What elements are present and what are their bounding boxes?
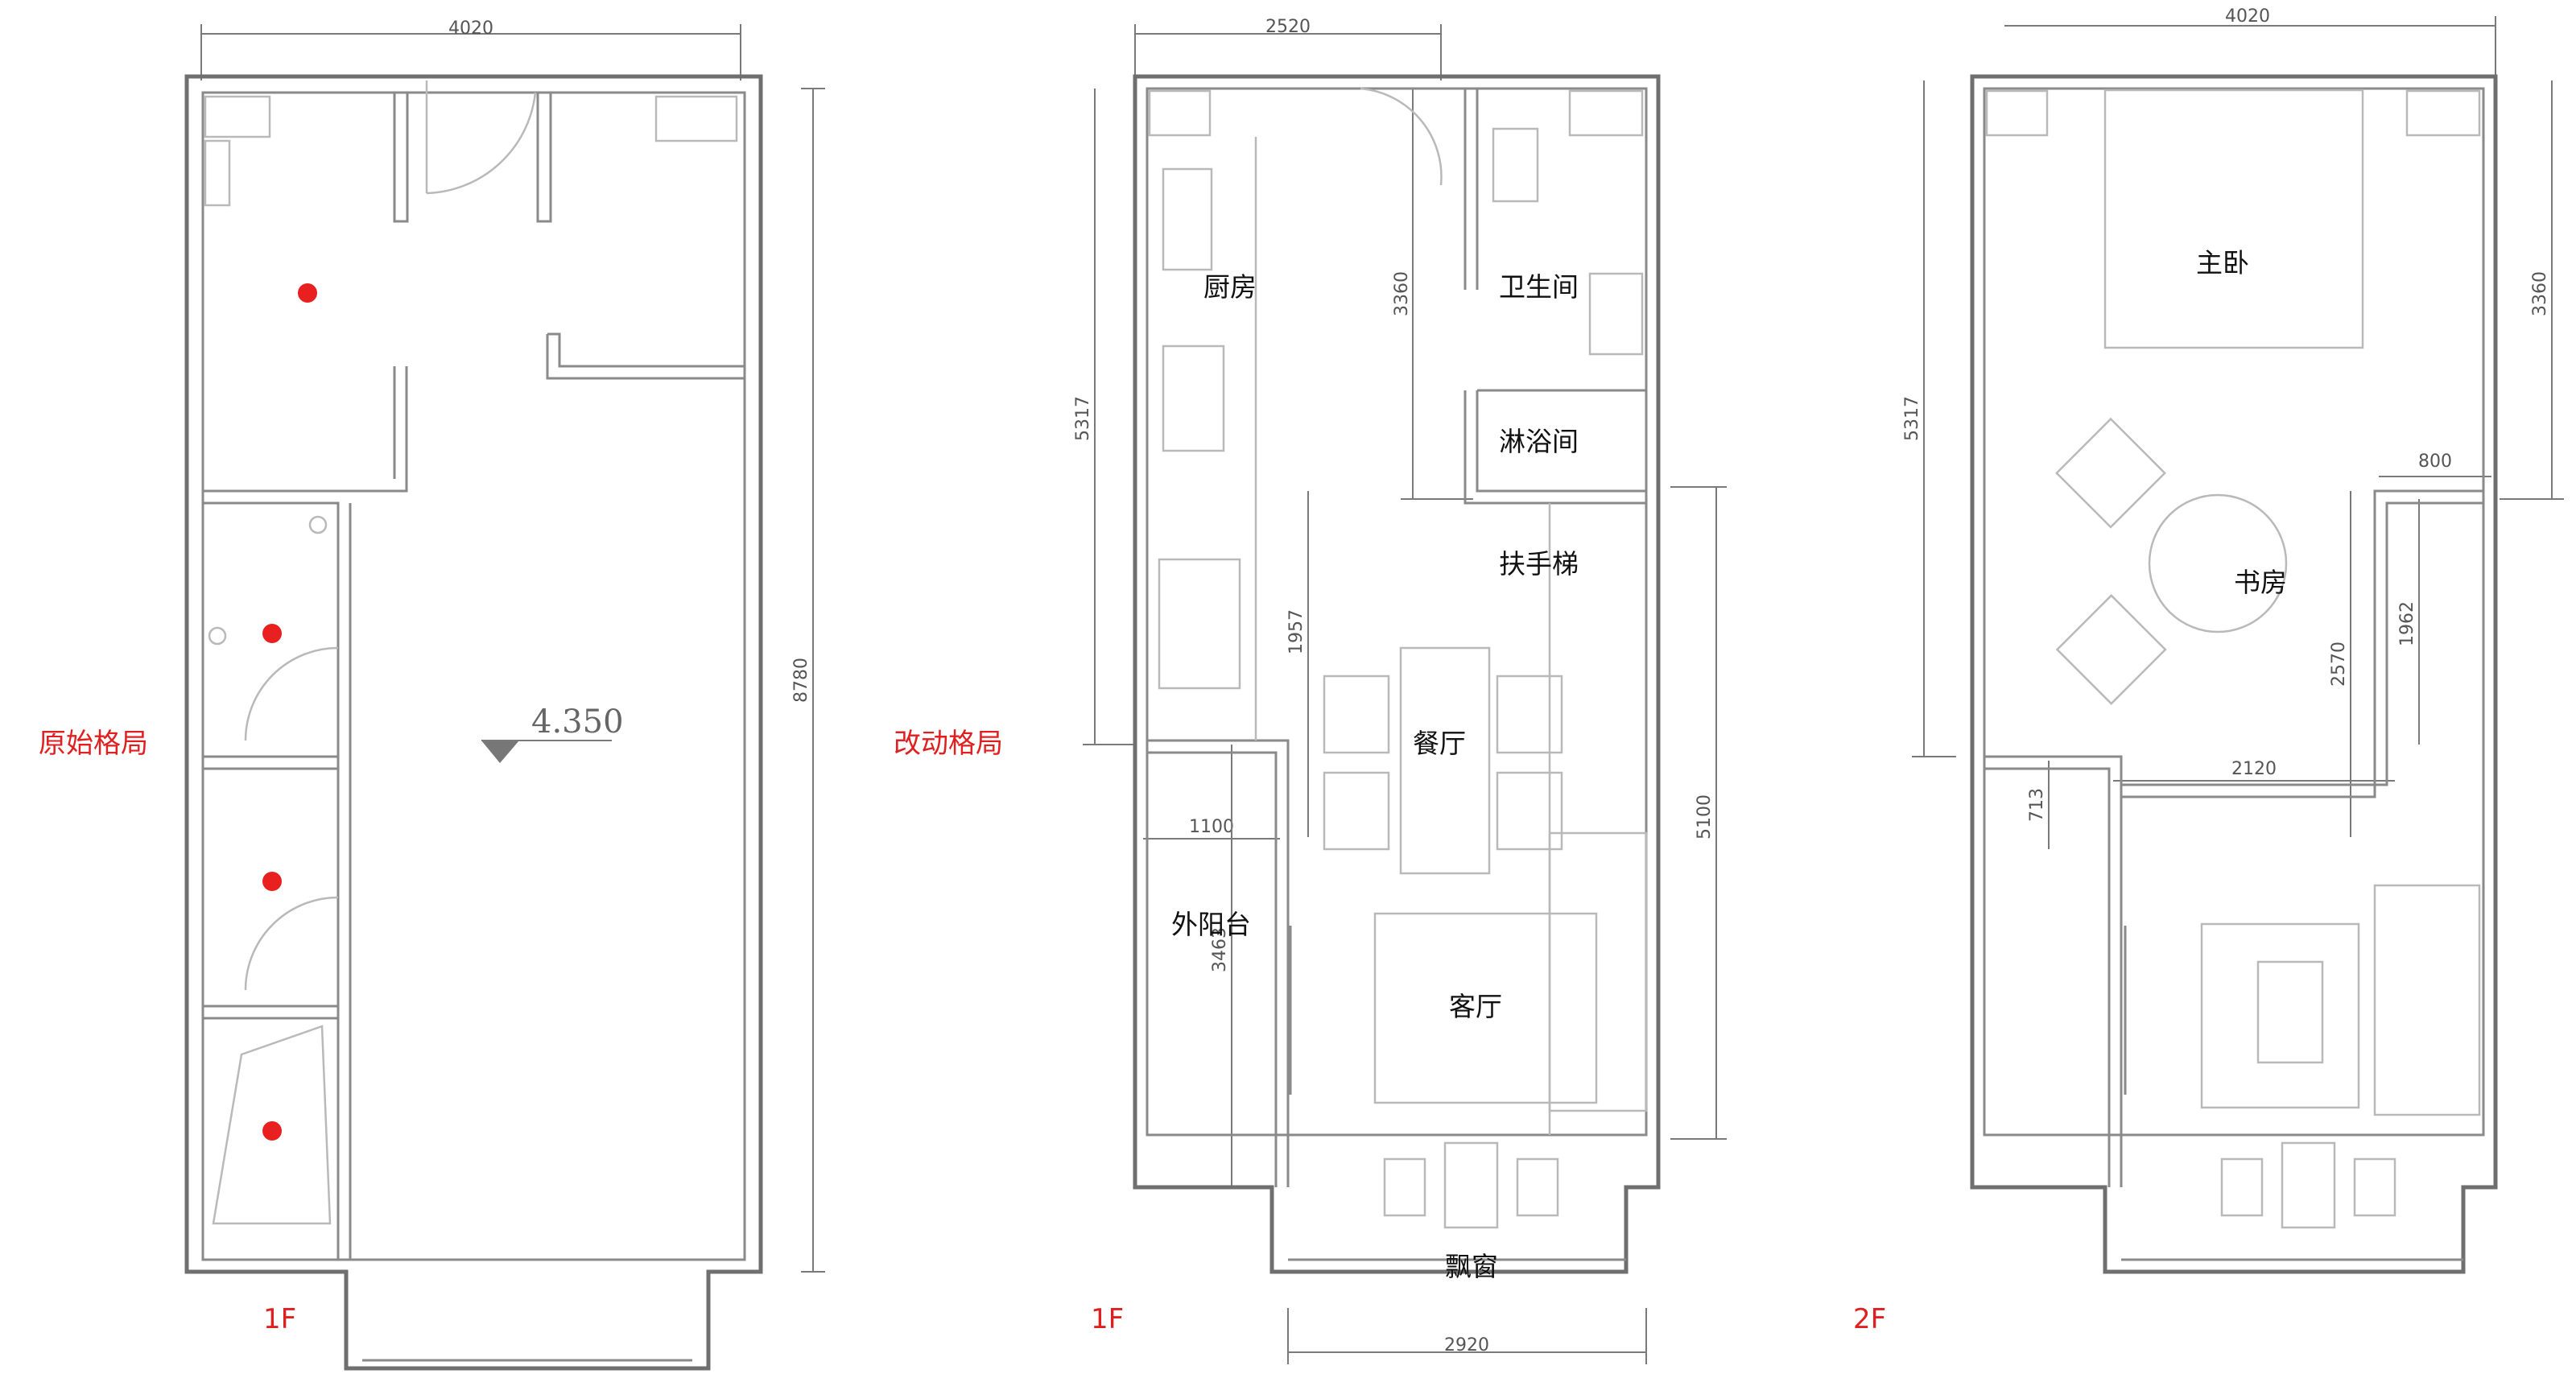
partition — [546, 332, 745, 380]
void-edge — [2121, 489, 2483, 798]
dim-balcony-h: 3463 — [1210, 927, 1230, 972]
marker-dot — [262, 624, 282, 643]
pipe-box — [204, 139, 231, 207]
dining-table — [1399, 646, 1491, 875]
chair — [1496, 771, 1563, 851]
chair — [1323, 771, 1390, 851]
bath-wall — [1463, 89, 1479, 290]
ac-unit — [1568, 89, 1644, 137]
dim-left-label: 5317 — [1073, 396, 1093, 441]
bay-table — [2281, 1141, 2336, 1229]
floor-label: 1F — [1091, 1303, 1124, 1335]
shower-wall — [1463, 390, 1646, 505]
room-living: 客厅 — [1449, 991, 1502, 1022]
armchair — [2055, 594, 2167, 705]
sofa-area — [1373, 912, 1598, 1104]
original-plan: 4020 8780 — [39, 19, 825, 1371]
dim-2570-label: 2570 — [2329, 642, 2349, 687]
fridge — [1158, 558, 1241, 690]
chair — [1323, 675, 1390, 754]
modified-1f-plan: 2520 5317 3360 1957 5100 1100 3463 2920 — [894, 17, 1727, 1364]
room-master-bedroom: 主卧 — [2196, 247, 2249, 278]
room-stair: 扶手梯 — [1499, 548, 1579, 580]
room-kitchen: 厨房 — [1203, 271, 1257, 303]
dim-top-label: 4020 — [2225, 6, 2270, 27]
bed — [2103, 89, 2364, 349]
dim-stair-label: 1957 — [1286, 609, 1307, 654]
bay-chair — [2220, 1157, 2264, 1217]
dim-right-label: 3360 — [2530, 271, 2550, 316]
toilet-icon — [1492, 127, 1539, 203]
bay-chair — [1383, 1157, 1426, 1217]
room-balcony: 外阳台 — [1171, 909, 1251, 940]
dim-balcony-w: 1100 — [1189, 817, 1234, 837]
door-swing — [244, 646, 339, 741]
partition — [203, 366, 408, 493]
armchair — [2055, 417, 2166, 529]
ac-unit — [654, 95, 738, 142]
floor-label: 2F — [1853, 1303, 1886, 1335]
entry-door-swing — [425, 80, 537, 195]
floor-label: 1F — [263, 1303, 296, 1335]
dim-1962-label: 1962 — [2397, 601, 2417, 646]
balcony-wall — [1147, 739, 1290, 1187]
dim-left-label: 5317 — [1902, 396, 1922, 441]
sofa-area — [2200, 922, 2360, 1109]
door-swing — [244, 896, 339, 991]
room-dining: 餐厅 — [1413, 728, 1466, 759]
chair — [1496, 675, 1563, 754]
inner-wall — [201, 91, 746, 1261]
elevation-label: 4.350 — [531, 703, 624, 741]
bay-chair — [1516, 1157, 1559, 1217]
room-bathroom: 卫生间 — [1499, 271, 1579, 303]
ac-unit — [1985, 89, 2049, 137]
drain-icon — [208, 626, 227, 646]
wall-stub — [393, 91, 409, 223]
partition — [203, 1005, 338, 1020]
drain-icon — [308, 515, 328, 534]
marker-dot — [298, 283, 317, 303]
bay-table — [1443, 1141, 1499, 1229]
outer-wall — [1133, 74, 1661, 1274]
modified-2f-plan: 4020 5317 3360 800 2570 1962 2120 713 — [1853, 6, 2564, 1335]
elevation-marker-icon — [481, 741, 519, 763]
dim-800-label: 800 — [2418, 452, 2452, 472]
dim-right-label: 8780 — [791, 658, 811, 703]
cabinet — [1548, 831, 1648, 1112]
stove-icon — [1162, 167, 1213, 271]
dim-right-label: 5100 — [1695, 794, 1715, 840]
inner-wall — [1146, 87, 1648, 1137]
cabinet — [2373, 884, 2481, 1116]
original-layout-title: 原始格局 — [39, 728, 148, 760]
room-bay-window: 飘窗 — [1445, 1251, 1498, 1282]
dim-bottom-label: 2920 — [1444, 1335, 1489, 1355]
coffee-table — [2256, 960, 2324, 1064]
dim-top-label: 2520 — [1265, 17, 1311, 37]
bay-chair — [2353, 1157, 2396, 1217]
sink-icon — [1162, 344, 1225, 452]
door-swing — [1360, 87, 1443, 186]
dim-713-label: 713 — [2027, 788, 2047, 822]
round-table — [2148, 493, 2288, 633]
ac-unit — [204, 95, 271, 138]
basin-icon — [1588, 272, 1644, 356]
outer-wall — [1970, 74, 2498, 1274]
ac-unit — [1148, 89, 1212, 137]
outer-wall — [184, 74, 763, 1371]
marker-dot — [262, 872, 282, 891]
wall-stub — [536, 91, 552, 223]
partition-vertical — [203, 501, 352, 1260]
partition — [203, 755, 338, 770]
dim-kitchen-label: 3360 — [1392, 271, 1412, 316]
modified-layout-title: 改动格局 — [894, 728, 1003, 760]
dim-2120-label: 2120 — [2231, 759, 2277, 779]
balcony-wall — [1984, 755, 2123, 1187]
room-shower: 淋浴间 — [1499, 426, 1579, 457]
marker-dot — [262, 1121, 282, 1141]
ac-unit — [2405, 89, 2481, 137]
dim-top-label: 4020 — [448, 19, 493, 39]
room-study: 书房 — [2234, 567, 2287, 598]
closet-outline — [212, 1025, 332, 1225]
